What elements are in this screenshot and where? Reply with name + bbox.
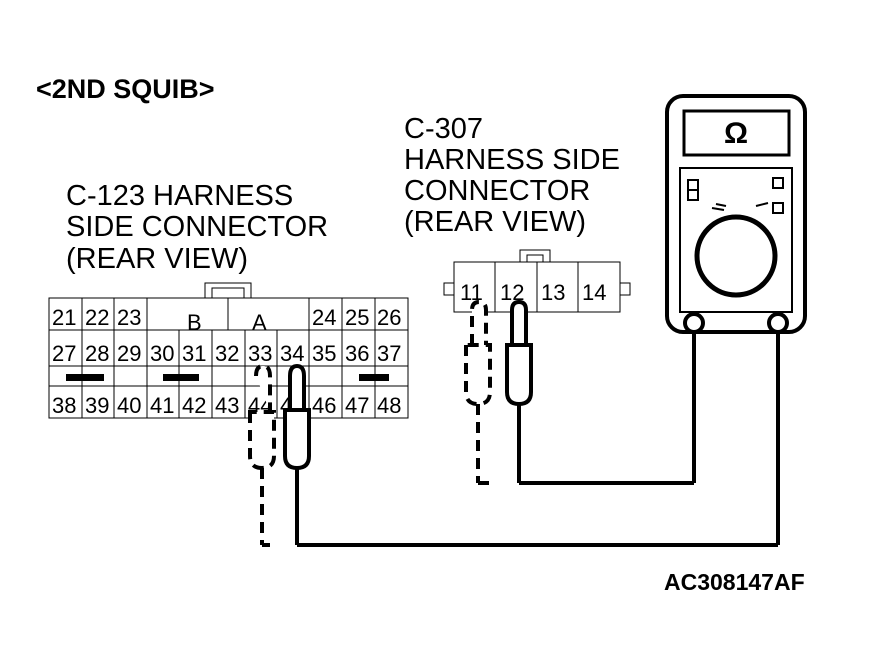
ohmmeter-terminal-left <box>683 312 705 334</box>
c123-pin-34: 34 <box>280 341 304 366</box>
c123-pin-29: 29 <box>117 341 141 366</box>
ohmmeter-terminal-right <box>767 312 789 334</box>
c123-pin-27: 27 <box>52 341 76 366</box>
c123-pin-a: A <box>252 310 267 335</box>
c307-pin-13: 13 <box>541 280 565 305</box>
c123-pin-25: 25 <box>345 305 369 330</box>
c123-label-line-2: SIDE CONNECTOR <box>66 211 328 243</box>
c123-lock-bars <box>66 374 389 381</box>
ohmmeter-indicator-top <box>772 177 784 189</box>
c123-pin-36: 36 <box>345 341 369 366</box>
c123-pin-42: 42 <box>182 393 206 418</box>
c307-pins: 11 12 13 14 <box>460 280 606 305</box>
c123-pin-37: 37 <box>377 341 401 366</box>
c123-label: C-123 HARNESS SIDE CONNECTOR (REAR VIEW) <box>66 180 328 275</box>
c307-pin-11: 11 <box>460 280 483 305</box>
c123-pin-31: 31 <box>182 341 206 366</box>
c123-pin-38: 38 <box>52 393 76 418</box>
c123-label-line-3: (REAR VIEW) <box>66 243 248 275</box>
c307-pin-14: 14 <box>582 280 606 305</box>
meter-wires <box>262 330 780 547</box>
c123-pin-24: 24 <box>312 305 336 330</box>
c123-connector <box>48 282 409 419</box>
c123-pin-28: 28 <box>85 341 109 366</box>
c123-pin-35: 35 <box>312 341 336 366</box>
c123-dashed-probe <box>248 363 276 545</box>
c123-pin-b: B <box>187 310 202 335</box>
c123-row-2: 27 28 29 30 31 32 33 34 35 36 37 <box>52 341 401 366</box>
c307-label-line-3: CONNECTOR <box>404 175 590 207</box>
c123-pin-43: 43 <box>215 393 239 418</box>
c123-row-3: 38 39 40 41 42 43 44 45 46 47 48 <box>52 393 401 418</box>
c307-label-line-4: (REAR VIEW) <box>404 206 586 238</box>
ohmmeter-dial-icon <box>694 214 778 298</box>
diagram-title: <2ND SQUIB> <box>36 74 215 104</box>
c123-solid-probe <box>283 363 311 545</box>
ohm-symbol-icon: Ω <box>724 117 748 150</box>
figure-code: AC308147AF <box>664 569 805 595</box>
c123-pin-39: 39 <box>85 393 109 418</box>
ohmmeter-indicator-mid <box>772 202 784 214</box>
c123-pin-46: 46 <box>312 393 336 418</box>
c123-label-line-1: C-123 HARNESS <box>66 180 293 212</box>
c123-pin-48: 48 <box>377 393 401 418</box>
c123-pin-47: 47 <box>345 393 369 418</box>
ohmmeter: Ω <box>665 94 807 334</box>
c123-pin-33: 33 <box>248 341 272 366</box>
c307-label: C-307 HARNESS SIDE CONNECTOR (REAR VIEW) <box>404 113 620 238</box>
c307-solid-probe <box>505 299 533 483</box>
c307-label-line-1: C-307 <box>404 113 483 145</box>
ohmmeter-display <box>682 109 791 157</box>
c123-pin-30: 30 <box>150 341 174 366</box>
c123-row-1: 21 22 23 B A 24 25 26 <box>52 305 401 335</box>
c123-pin-41: 41 <box>150 393 174 418</box>
c123-pin-22: 22 <box>85 305 109 330</box>
c123-pin-23: 23 <box>117 305 141 330</box>
c123-pin-32: 32 <box>215 341 239 366</box>
c123-pin-26: 26 <box>377 305 401 330</box>
c123-pin-40: 40 <box>117 393 141 418</box>
c123-pin-21: 21 <box>52 305 76 330</box>
c307-label-line-2: HARNESS SIDE <box>404 144 620 176</box>
c307-dashed-probe <box>464 299 492 483</box>
